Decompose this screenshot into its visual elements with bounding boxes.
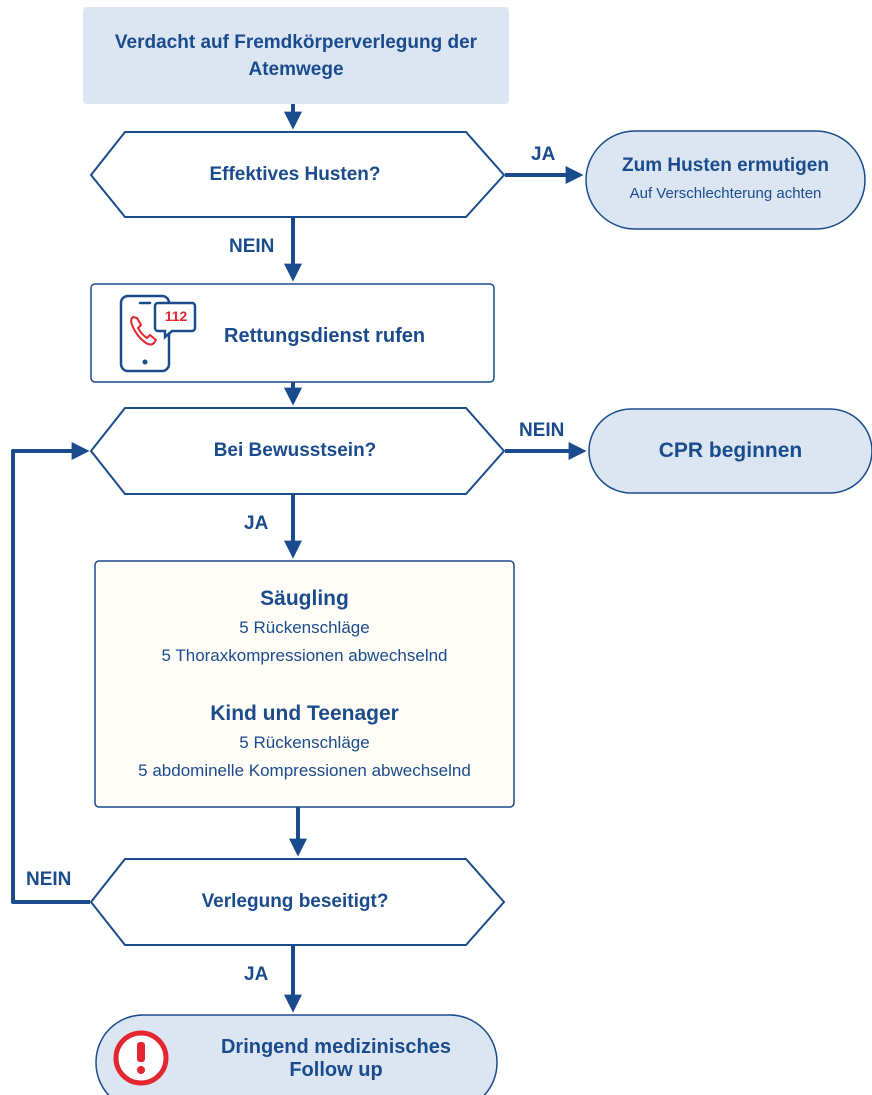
cpr-label: CPR beginnen: [658, 439, 803, 462]
edge-label-conscious-yes: JA: [244, 513, 269, 534]
call-ems-label: Rettungsdienst rufen: [224, 324, 426, 347]
decision-cleared-label: Verlegung beseitigt?: [201, 891, 389, 912]
decision-cough-label: Effektives Husten?: [209, 164, 381, 185]
encourage-subtitle: Auf Verschlechterung achten: [629, 185, 822, 202]
phone-badge-label: 112: [164, 308, 188, 324]
edge-label-cough-no: NEIN: [229, 236, 275, 257]
followup-label: Dringend medizinisches Follow up: [220, 1036, 452, 1081]
instructions-box: [94, 560, 515, 808]
followup-terminal-shape: [95, 1014, 498, 1095]
infant-title: Säugling: [260, 587, 349, 610]
encourage-terminal-shape: [585, 130, 866, 230]
start-box: [83, 7, 509, 104]
decision-cleared-shape: [89, 858, 506, 946]
infant-line-1: 5 Rückenschläge: [239, 618, 370, 637]
arrow-cleared-no-loop: [11, 442, 90, 904]
cpr-terminal-shape: [588, 408, 872, 494]
phone-112-icon: [119, 294, 197, 373]
child-title: Kind und Teenager: [210, 702, 399, 725]
child-line-1: 5 Rückenschläge: [239, 733, 370, 752]
encourage-title: Zum Husten ermutigen: [622, 155, 829, 176]
edge-label-cleared-yes: JA: [244, 964, 269, 985]
infant-line-2: 5 Thoraxkompressionen abwechselnd: [161, 646, 448, 665]
exclamation-circle-icon: [113, 1030, 169, 1086]
start-label: Verdacht auf Fremdkörperverlegung der At…: [114, 32, 478, 80]
child-line-2: 5 abdominelle Kompressionen abwechselnd: [138, 761, 471, 780]
edge-label-cleared-no: NEIN: [26, 869, 72, 890]
decision-conscious-label: Bei Bewusstsein?: [213, 440, 377, 461]
edge-label-cough-yes: JA: [531, 144, 556, 165]
decision-conscious-shape: [89, 407, 506, 495]
decision-cough-shape: [89, 131, 506, 218]
edge-label-conscious-no: NEIN: [519, 420, 565, 441]
